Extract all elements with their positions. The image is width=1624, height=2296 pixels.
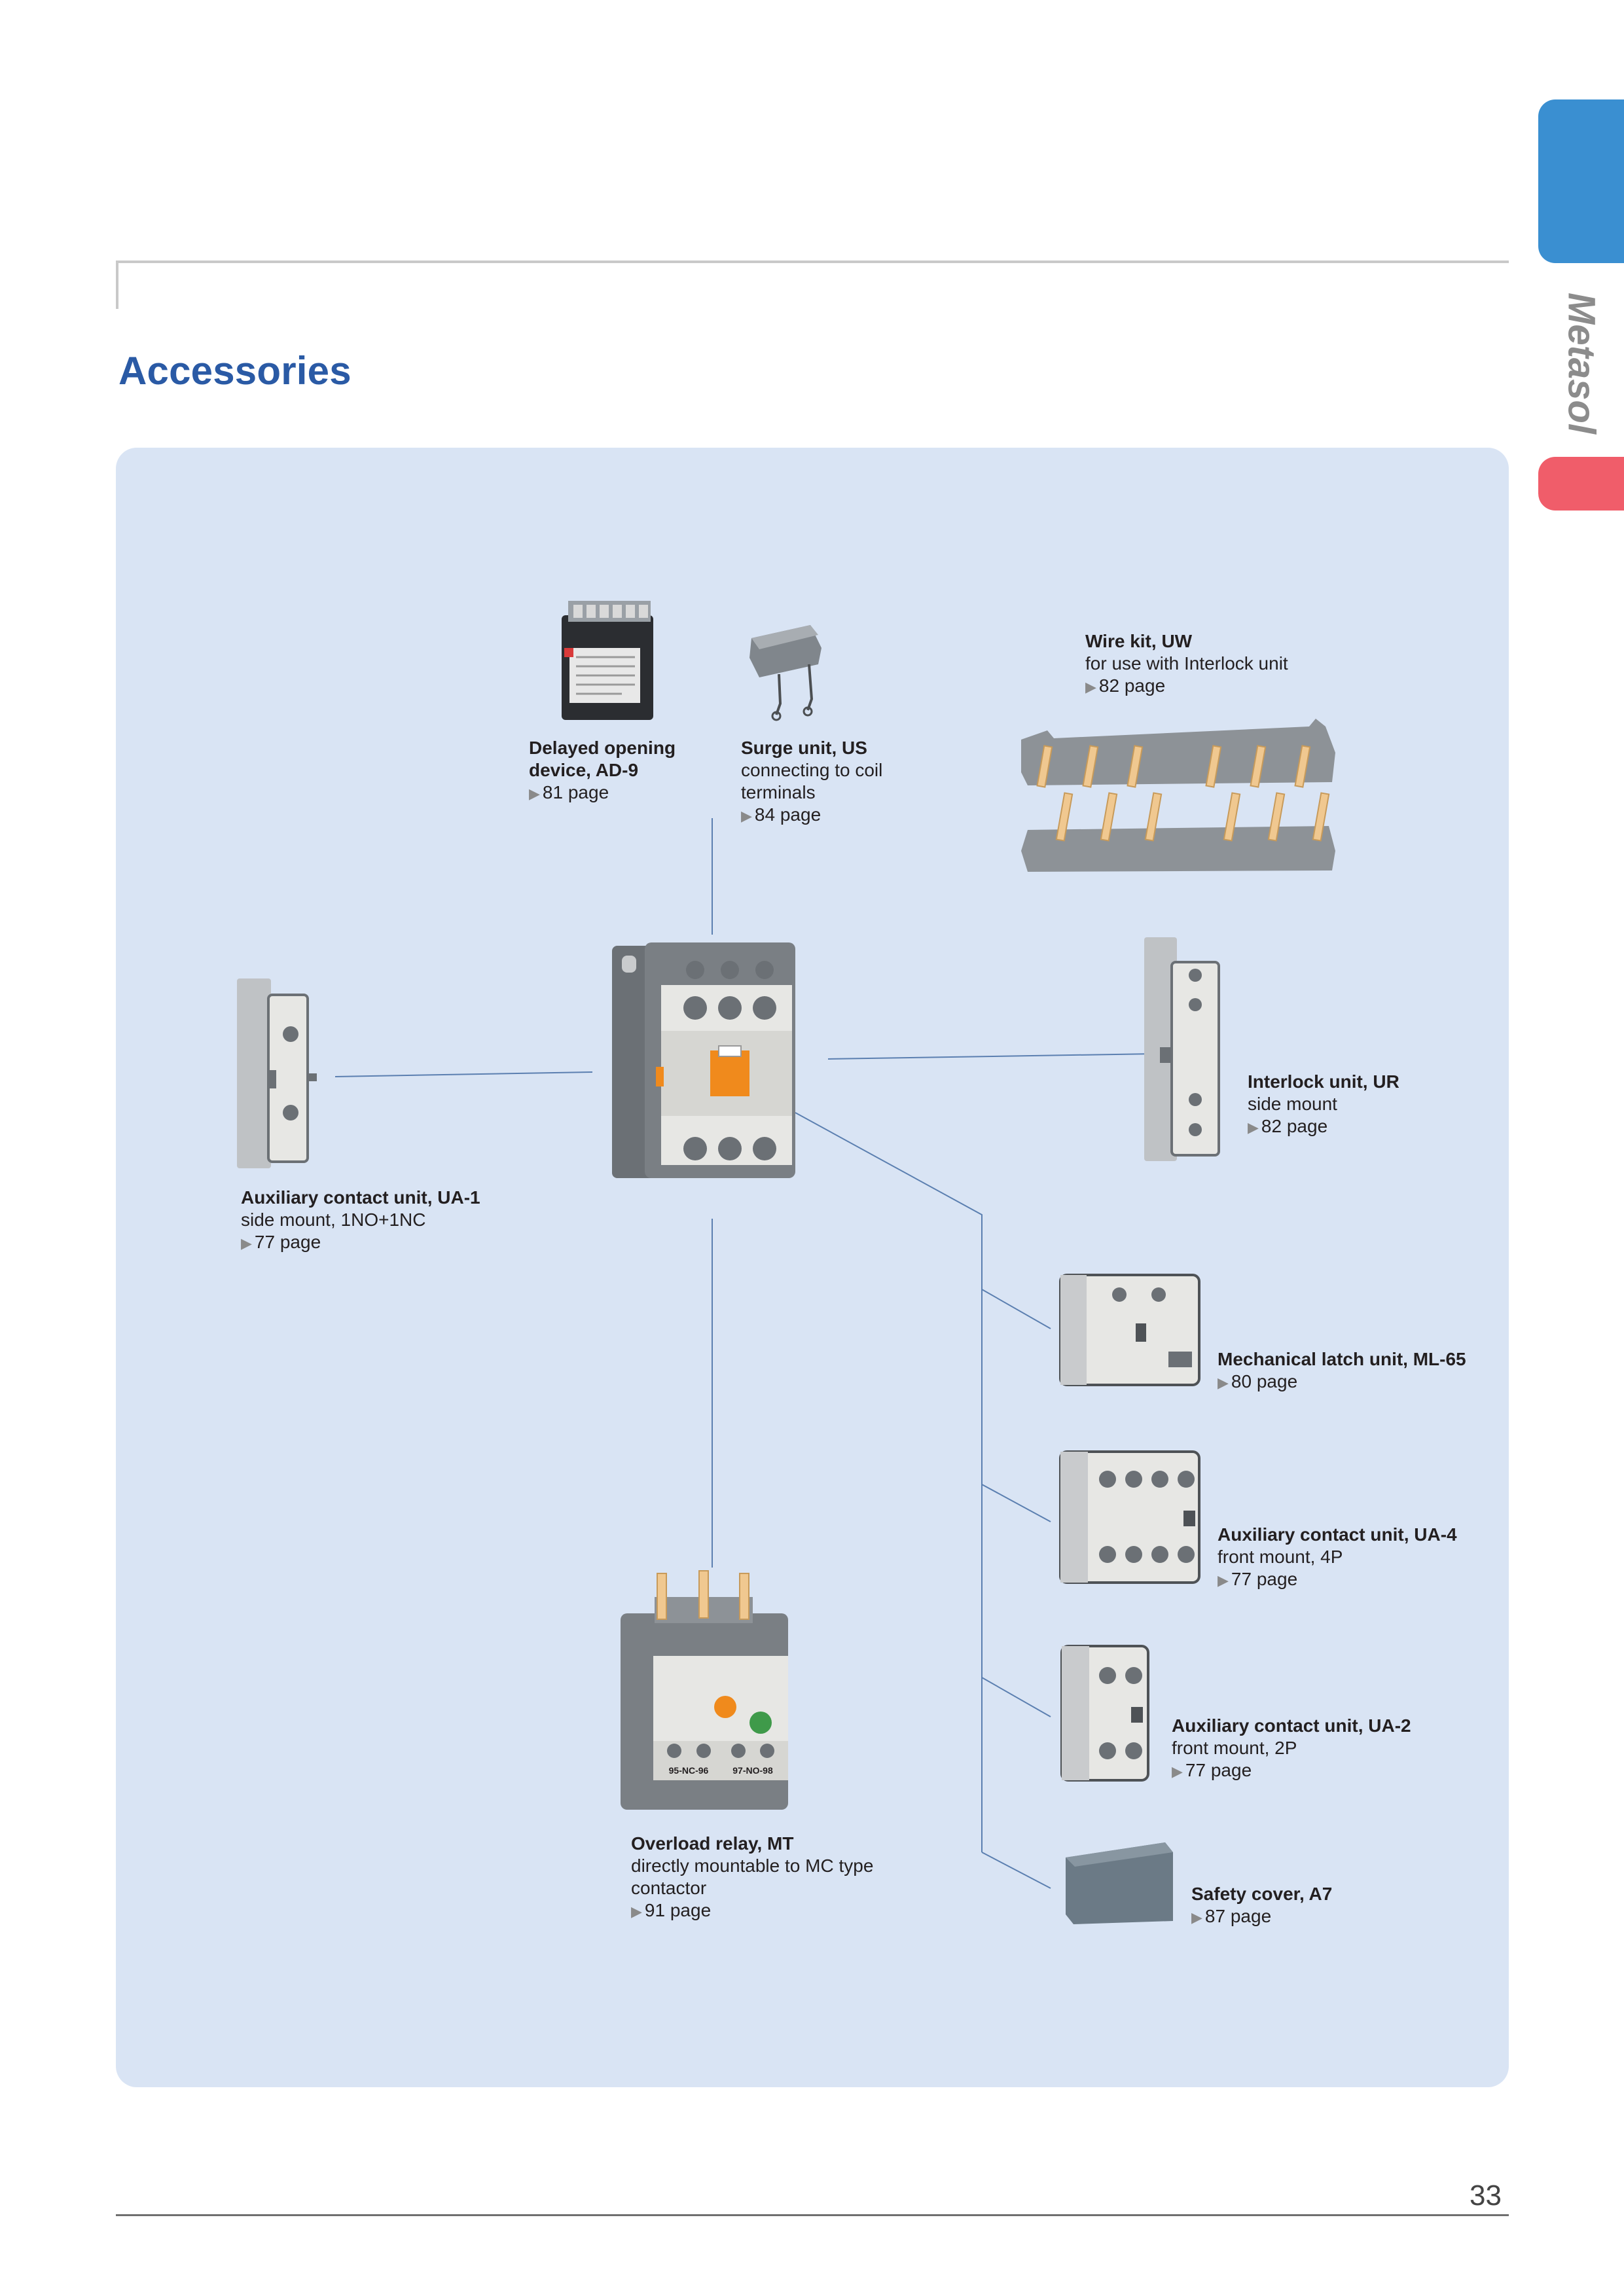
accessories-panel <box>116 448 1509 2087</box>
section-tab-red[interactable] <box>1538 457 1624 511</box>
page-reference[interactable]: ▶77 page <box>1172 1760 1252 1780</box>
relay-marking-left: 95-NC-96 <box>669 1765 709 1776</box>
label-interlock-unit: Interlock unit, UR side mount ▶82 page <box>1248 1071 1399 1139</box>
label-safety-cover: Safety cover, A7 ▶87 page <box>1191 1883 1332 1929</box>
label-desc: directly mountable to MC type <box>631 1856 874 1876</box>
line-to-ua4 <box>981 1484 1051 1522</box>
label-ad9: Delayed opening device, AD-9 ▶81 page <box>529 737 676 805</box>
label-title: Auxiliary contact unit, UA-1 <box>241 1187 480 1208</box>
page-number: 33 <box>1470 2179 1502 2212</box>
line-to-a7 <box>981 1852 1051 1889</box>
page-reference[interactable]: ▶80 page <box>1218 1371 1298 1391</box>
page-reference[interactable]: ▶91 page <box>631 1900 712 1920</box>
label-desc: front mount, 2P <box>1172 1738 1297 1758</box>
arrow-right-icon: ▶ <box>1218 1572 1229 1588</box>
line-to-ml65 <box>981 1289 1051 1329</box>
us-device-image <box>749 625 821 721</box>
contactor-device-image <box>612 942 795 1178</box>
page-reference[interactable]: ▶82 page <box>1085 675 1166 696</box>
label-title: Safety cover, A7 <box>1191 1884 1333 1904</box>
label-ua1: Auxiliary contact unit, UA-1 side mount,… <box>241 1187 480 1255</box>
uw-device-image <box>1021 719 1335 872</box>
label-title: Delayed opening <box>529 738 676 758</box>
label-title: Overload relay, MT <box>631 1833 794 1854</box>
page-title: Accessories <box>118 349 352 393</box>
label-surge-unit: Surge unit, US connecting to coil termin… <box>741 737 882 827</box>
arrow-right-icon: ▶ <box>741 808 752 824</box>
label-title: Surge unit, US <box>741 738 867 758</box>
label-desc: for use with Interlock unit <box>1085 653 1288 673</box>
top-rule <box>116 260 1509 263</box>
arrow-right-icon: ▶ <box>1085 679 1096 695</box>
ad9-device-image <box>562 601 653 720</box>
label-title: Auxiliary contact unit, UA-4 <box>1218 1524 1457 1545</box>
a7-device-image <box>1066 1842 1173 1924</box>
arrow-right-icon: ▶ <box>1218 1374 1229 1391</box>
arrow-right-icon: ▶ <box>529 785 540 802</box>
ua2-device-image <box>1060 1645 1149 1782</box>
relay-marking-right: 97-NO-98 <box>732 1765 773 1776</box>
label-ua2: Auxiliary contact unit, UA-2 front mount… <box>1172 1715 1411 1783</box>
label-desc: front mount, 4P <box>1218 1547 1343 1567</box>
label-title: device, AD-9 <box>529 760 639 780</box>
ua4-device-image <box>1059 1450 1200 1584</box>
label-ua4: Auxiliary contact unit, UA-4 front mount… <box>1218 1524 1457 1592</box>
label-ml65: Mechanical latch unit, ML-65 ▶80 page <box>1218 1348 1466 1394</box>
label-desc: side mount, 1NO+1NC <box>241 1210 426 1230</box>
label-title: Auxiliary contact unit, UA-2 <box>1172 1715 1411 1736</box>
label-title: Mechanical latch unit, ML-65 <box>1218 1349 1466 1369</box>
page-reference[interactable]: ▶81 page <box>529 782 609 802</box>
line-trunk-front-mount <box>795 1112 983 1852</box>
ml65-device-image <box>1059 1274 1200 1386</box>
page-reference[interactable]: ▶77 page <box>241 1232 321 1252</box>
top-rule-tick <box>116 260 118 309</box>
connector-lines <box>334 818 1156 1889</box>
mt-device-image: 95-NC-96 97-NO-98 <box>621 1570 788 1810</box>
label-desc: terminals <box>741 782 816 802</box>
label-title: Wire kit, UW <box>1085 631 1193 651</box>
ur-device-image <box>1144 937 1220 1161</box>
arrow-right-icon: ▶ <box>631 1903 642 1920</box>
label-title: Interlock unit, UR <box>1248 1071 1399 1092</box>
page-reference[interactable]: ▶82 page <box>1248 1116 1328 1136</box>
arrow-right-icon: ▶ <box>241 1235 252 1251</box>
label-desc: connecting to coil <box>741 760 883 780</box>
page-reference[interactable]: ▶87 page <box>1191 1906 1272 1926</box>
label-overload-relay: Overload relay, MT directly mountable to… <box>631 1833 873 1923</box>
arrow-right-icon: ▶ <box>1172 1763 1183 1780</box>
line-to-ua2 <box>981 1677 1051 1717</box>
label-desc: contactor <box>631 1878 707 1898</box>
arrow-right-icon: ▶ <box>1248 1119 1259 1136</box>
bottom-rule <box>116 2214 1509 2216</box>
ua1-device-image <box>237 978 317 1168</box>
section-tab-blue[interactable] <box>1538 99 1624 263</box>
label-wire-kit: Wire kit, UW for use with Interlock unit… <box>1085 630 1288 698</box>
arrow-right-icon: ▶ <box>1191 1909 1202 1926</box>
page-reference[interactable]: ▶77 page <box>1218 1569 1298 1589</box>
line-to-interlock <box>827 1053 1156 1060</box>
line-to-ua1 <box>334 1071 593 1077</box>
label-desc: side mount <box>1248 1094 1337 1114</box>
page-reference[interactable]: ▶84 page <box>741 804 821 825</box>
